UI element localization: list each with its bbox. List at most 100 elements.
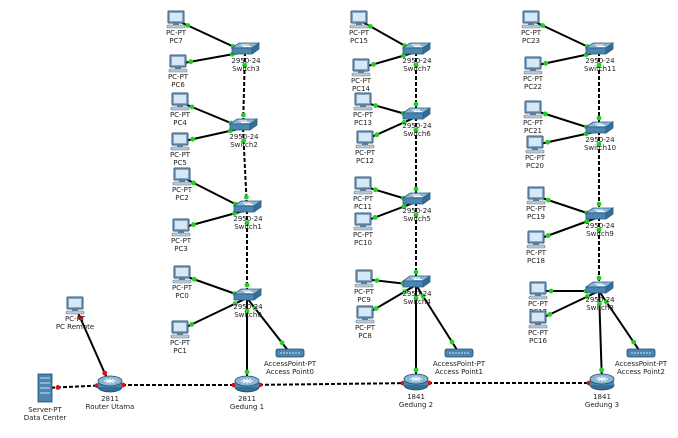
device-model-label: 2950-24 bbox=[402, 122, 432, 130]
link-status-indicator bbox=[545, 233, 551, 238]
link-status-indicator bbox=[367, 23, 373, 29]
device-name-label: Switch8 bbox=[586, 304, 614, 312]
link-status-indicator bbox=[279, 340, 285, 346]
device-name-label: PC11 bbox=[354, 203, 372, 211]
device-name-label: Router Utama bbox=[86, 403, 135, 411]
link-status-indicator bbox=[542, 111, 548, 117]
device-name-label: Access Point1 bbox=[435, 368, 483, 376]
link-status-indicator bbox=[191, 276, 197, 282]
device-model-label: PC-PT bbox=[528, 300, 549, 308]
device-model-label: PC-PT bbox=[355, 324, 376, 332]
link-status-indicator bbox=[185, 23, 191, 28]
link-status-indicator bbox=[373, 187, 378, 193]
link-status-indicator bbox=[189, 321, 195, 327]
link-status-indicator bbox=[413, 186, 419, 192]
link-pc14-sw7[interactable] bbox=[360, 51, 417, 69]
pc-icon bbox=[168, 54, 188, 73]
device-model-label: 2950-24 bbox=[585, 136, 615, 144]
switch-icon bbox=[401, 192, 432, 205]
device-name-label: PC4 bbox=[173, 119, 187, 127]
link-status-indicator bbox=[597, 301, 602, 307]
link-pc10-sw5[interactable] bbox=[362, 201, 417, 223]
device-model-label: AccessPoint-PT bbox=[433, 360, 486, 368]
device-model-label: 2950-24 bbox=[402, 57, 432, 65]
device-name-label: Gedung 2 bbox=[399, 401, 433, 409]
device-model-label: Server-PT bbox=[28, 406, 62, 414]
switch-icon bbox=[232, 200, 263, 213]
link-status-indicator bbox=[548, 288, 554, 294]
link-status-indicator bbox=[584, 219, 590, 224]
link-status-indicator bbox=[240, 112, 246, 118]
device-model-label: 1841 bbox=[407, 393, 425, 401]
device-name-label: Switch0 bbox=[234, 311, 262, 319]
device-model-label: PC-PT bbox=[168, 73, 189, 81]
device-name-label: PC8 bbox=[358, 332, 372, 340]
pc-icon bbox=[526, 186, 546, 205]
device-name-label: Switch1 bbox=[234, 223, 262, 231]
device-model-label: 2950-24 bbox=[402, 207, 432, 215]
pc-icon bbox=[170, 320, 190, 339]
device-model-label: PC-PT bbox=[526, 205, 547, 213]
link-r1-r2[interactable] bbox=[246, 382, 417, 386]
link-status-indicator bbox=[401, 53, 406, 59]
link-status-indicator bbox=[189, 104, 195, 110]
device-name-label: PC16 bbox=[529, 337, 548, 345]
device-name-label: PC2 bbox=[175, 194, 189, 202]
pc-icon bbox=[171, 218, 191, 237]
device-model-label: PC-PT bbox=[172, 186, 193, 194]
device-name-label: Switch10 bbox=[584, 144, 616, 152]
device-model-label: PC-PT bbox=[171, 237, 192, 245]
device-name-label: Access Point0 bbox=[266, 368, 314, 376]
device-model-label: 2950-24 bbox=[233, 303, 263, 311]
device-model-label: PC-PT bbox=[172, 284, 193, 292]
link-status-indicator bbox=[401, 204, 407, 209]
link-status-indicator bbox=[244, 308, 250, 314]
link-status-indicator bbox=[374, 132, 380, 138]
